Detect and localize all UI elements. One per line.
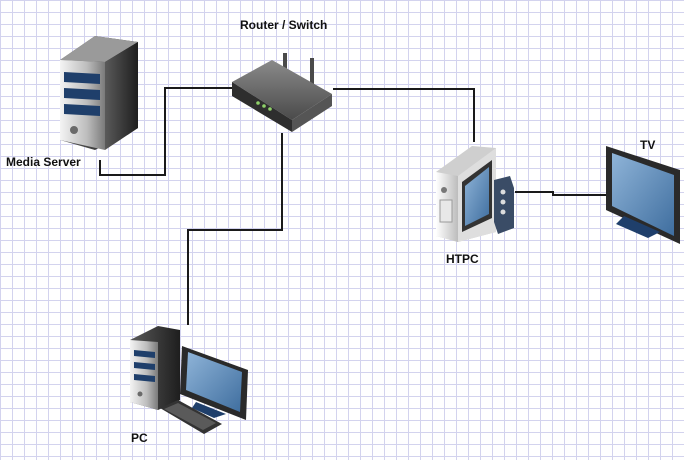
tv-label: TV (640, 138, 656, 152)
connector-router-pc (187, 133, 283, 325)
router-label: Router / Switch (240, 18, 328, 32)
server-icon (60, 36, 138, 150)
router-icon (232, 53, 332, 132)
connector-router-media-server (99, 87, 232, 176)
media-server-label: Media Server (6, 155, 81, 169)
connectors (99, 87, 606, 325)
tv-icon (606, 146, 680, 244)
connector-htpc-tv (515, 191, 606, 196)
pc-label: PC (131, 431, 148, 445)
htpc-label: HTPC (446, 252, 479, 266)
htpc-icon (436, 146, 514, 242)
connector-router-htpc (333, 88, 475, 142)
desktop-pc-icon (130, 326, 248, 434)
